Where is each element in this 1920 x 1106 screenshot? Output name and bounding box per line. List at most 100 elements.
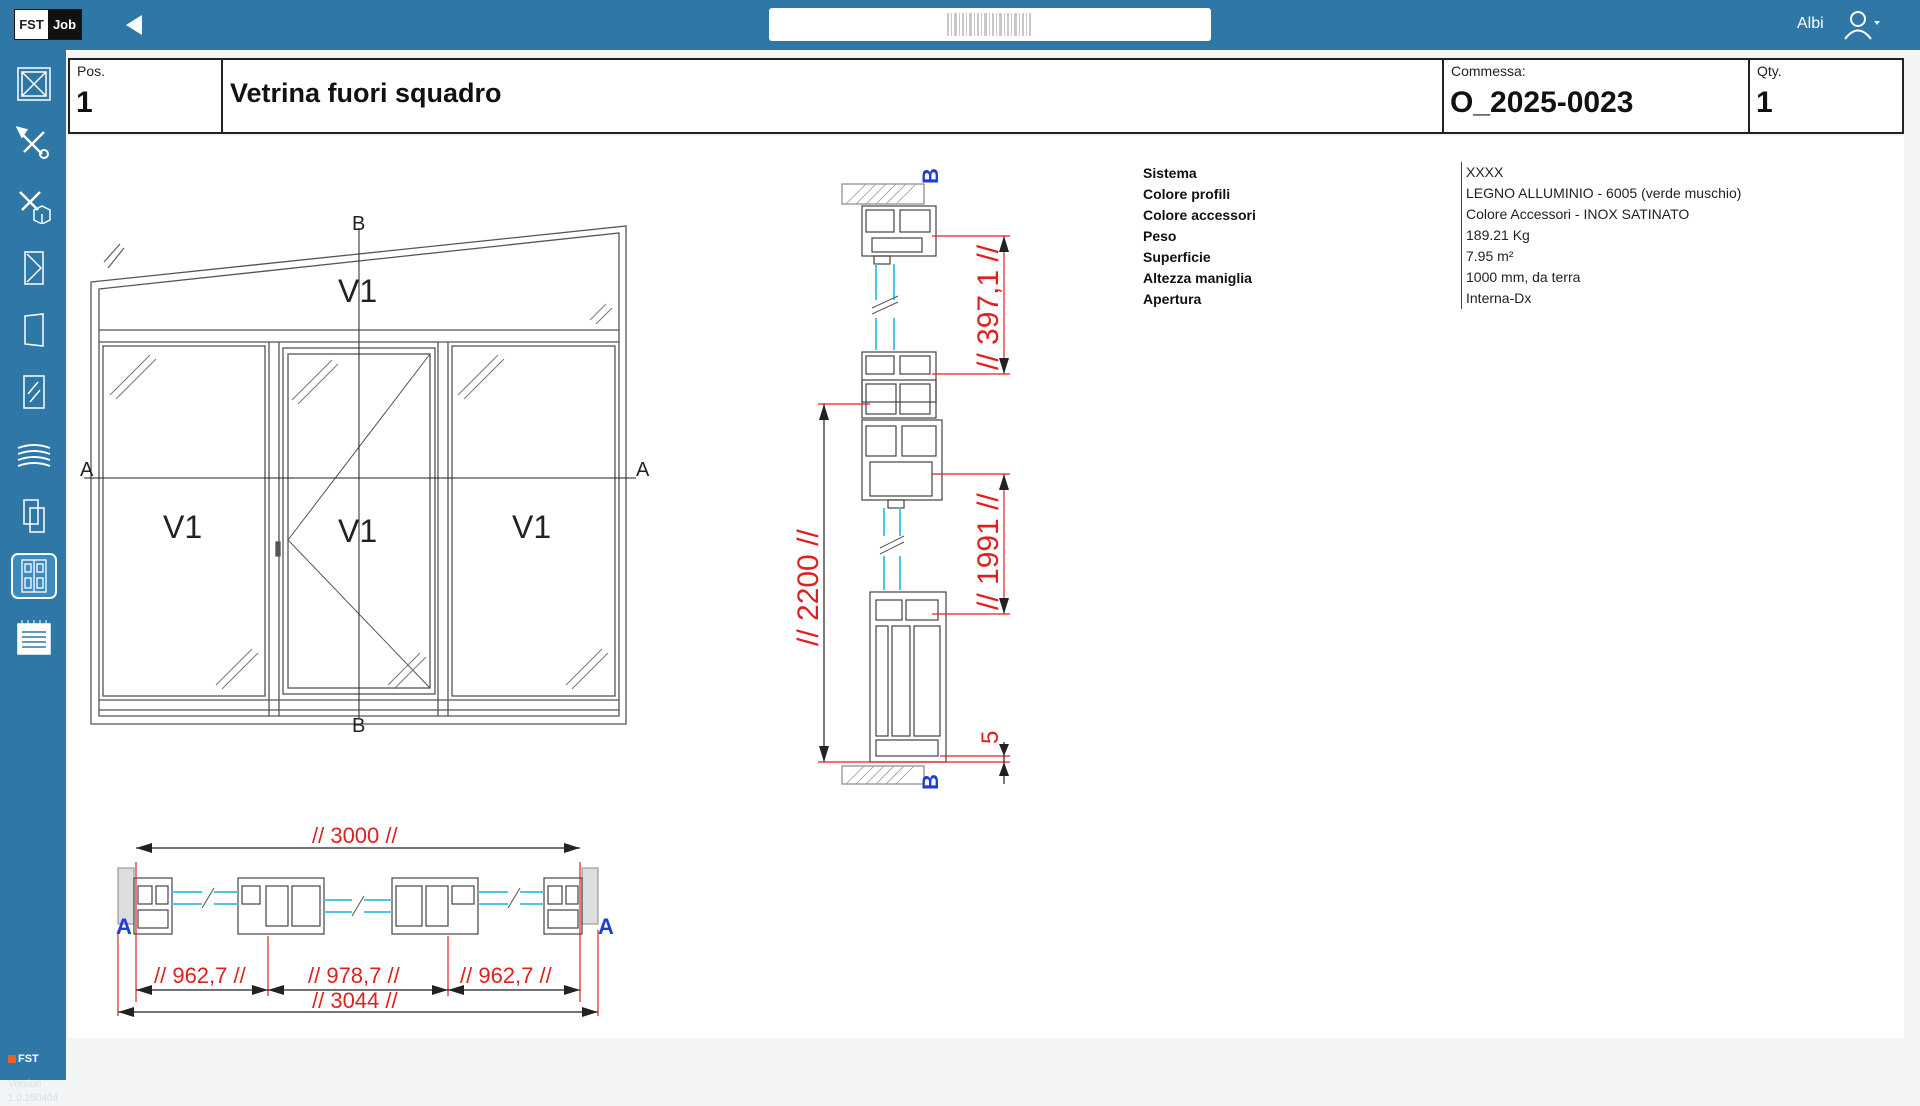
property-value: XXXX (1461, 162, 1503, 183)
property-row-colore-accessori: Colore accessori Colore Accessori - INOX… (1143, 204, 1741, 225)
property-value: 1000 mm, da terra (1461, 267, 1580, 288)
glass-icon (23, 375, 45, 409)
property-row-superficie: Superficie 7.95 m² (1143, 246, 1741, 267)
dim-962-left: // 962,7 // (154, 963, 247, 988)
property-row-sistema: Sistema XXXX (1143, 162, 1741, 183)
logo-job: Job (48, 10, 81, 39)
panel-label-left: V1 (163, 509, 202, 545)
horizontal-section-labels: A A (116, 914, 614, 939)
sidebar: FST Version 1.0.250404 (0, 50, 66, 1104)
qty-value: 1 (1756, 86, 1773, 119)
version-number: 1.0.250404 (8, 1093, 59, 1104)
property-row-apertura: Apertura Interna-Dx (1143, 288, 1741, 309)
sidebar-item-glass[interactable] (14, 372, 54, 412)
elevation-drawing (84, 225, 636, 725)
horizontal-section-dims (117, 847, 599, 1016)
pos-cell: Pos. 1 (70, 60, 223, 132)
dim-962-right: // 962,7 // (460, 963, 553, 988)
tools-icon (16, 126, 49, 159)
sidebar-item-door[interactable] (14, 248, 54, 288)
commessa-label: Commessa: (1451, 63, 1526, 79)
sidebar-item-tools-box[interactable] (14, 186, 54, 226)
user-icon (1844, 11, 1880, 40)
pos-label: Pos. (77, 63, 106, 79)
vertical-section-dims (818, 235, 1010, 784)
vertical-section-drawing (841, 183, 947, 785)
horizontal-dim-arrows (118, 843, 598, 1017)
elevation-section-a-left: A (80, 459, 94, 481)
tools-box-icon (19, 191, 51, 224)
title-cell: Vetrina fuori squadro (223, 60, 1444, 132)
vertical-dim-labels: // 397,1 // // 1991 // // 2200 // 5 (792, 244, 1005, 744)
panel-label-top: V1 (338, 273, 377, 309)
logo-fst: FST (15, 10, 48, 39)
sidebar-item-list[interactable] (14, 618, 54, 658)
sidebar-item-blinds[interactable] (14, 434, 54, 474)
property-label: Superficie (1143, 248, 1211, 265)
dim-2200: // 2200 // (792, 529, 825, 646)
hsection-a-left: A (116, 914, 132, 939)
properties-table: Sistema XXXX Colore profili LEGNO ALLUMI… (1143, 162, 1741, 309)
horizontal-dim-labels: // 3000 // // 962,7 // // 978,7 // // 96… (154, 823, 553, 1013)
sidebar-item-section-view[interactable] (11, 553, 57, 599)
property-value: 7.95 m² (1461, 246, 1513, 267)
back-arrow-icon (126, 15, 142, 35)
top-bar: FST Job Albi (0, 0, 1920, 50)
technical-drawing: B B A A V1 V1 V1 V1 (80, 168, 1010, 1017)
dim-978: // 978,7 // (308, 963, 401, 988)
panel-icon (24, 313, 44, 347)
qty-label: Qty. (1757, 63, 1782, 79)
property-label: Altezza maniglia (1143, 269, 1252, 286)
commessa-cell: Commessa: O_2025-0023 (1444, 60, 1750, 132)
hsection-a-right: A (598, 914, 614, 939)
property-value: Interna-Dx (1461, 288, 1531, 309)
window-frame-icon (17, 67, 51, 101)
property-label: Colore accessori (1143, 206, 1256, 223)
drawing-area (68, 136, 1904, 1038)
property-row-colore-profili: Colore profili LEGNO ALLUMINIO - 6005 (v… (1143, 183, 1741, 204)
dim-5: 5 (977, 731, 1004, 744)
horizontal-section-drawing (117, 867, 599, 935)
vsection-b-bottom: B (918, 774, 943, 790)
property-label: Peso (1143, 227, 1177, 244)
page-title: Vetrina fuori squadro (230, 78, 502, 108)
position-header: Pos. 1 Vetrina fuori squadro Commessa: O… (68, 58, 1904, 134)
footer-brand-text: FST (18, 1053, 39, 1065)
dim-3044: // 3044 // (312, 988, 399, 1013)
dim-1991: // 1991 // (972, 493, 1005, 610)
brand-square-icon (8, 1055, 16, 1063)
panel-label-right: V1 (512, 509, 551, 545)
elevation-labels: B B A A V1 V1 V1 V1 (80, 213, 650, 737)
property-label: Apertura (1143, 290, 1202, 307)
sidebar-item-panel[interactable] (14, 310, 54, 350)
property-row-peso: Peso 189.21 Kg (1143, 225, 1741, 246)
vertical-dim-arrows (819, 236, 1009, 776)
property-label: Colore profili (1143, 185, 1231, 202)
elevation-section-b-top: B (352, 213, 365, 235)
version-info: Version 1.0.250404 (8, 1078, 58, 1106)
panel-label-center: V1 (338, 513, 377, 549)
user-menu-button[interactable] (1842, 8, 1882, 42)
vertical-section-labels: B B (918, 168, 943, 790)
back-button[interactable] (120, 12, 150, 38)
list-icon (17, 620, 51, 655)
barcode-search-input[interactable] (769, 8, 1211, 41)
property-row-altezza-maniglia: Altezza maniglia 1000 mm, da terra (1143, 267, 1741, 288)
user-name: Albi (1797, 15, 1824, 32)
app-logo: FST Job (14, 9, 82, 40)
door-icon (24, 251, 44, 285)
property-value: 189.21 Kg (1461, 225, 1530, 246)
elevation-section-a-right: A (636, 459, 650, 481)
footer-brand: FST (8, 1053, 39, 1065)
blinds-icon (17, 444, 51, 467)
sidebar-item-window-frame[interactable] (14, 64, 54, 104)
copy-icon (23, 499, 45, 533)
property-value: LEGNO ALLUMINIO - 6005 (verde muschio) (1461, 183, 1741, 204)
dim-397: // 397,1 // (972, 244, 1005, 370)
sidebar-item-copy[interactable] (14, 496, 54, 536)
property-value: Colore Accessori - INOX SATINATO (1461, 204, 1689, 225)
property-label: Sistema (1143, 164, 1197, 181)
sidebar-item-tools[interactable] (14, 124, 54, 164)
barcode-icon (947, 13, 1031, 36)
version-label: Version (8, 1079, 42, 1090)
